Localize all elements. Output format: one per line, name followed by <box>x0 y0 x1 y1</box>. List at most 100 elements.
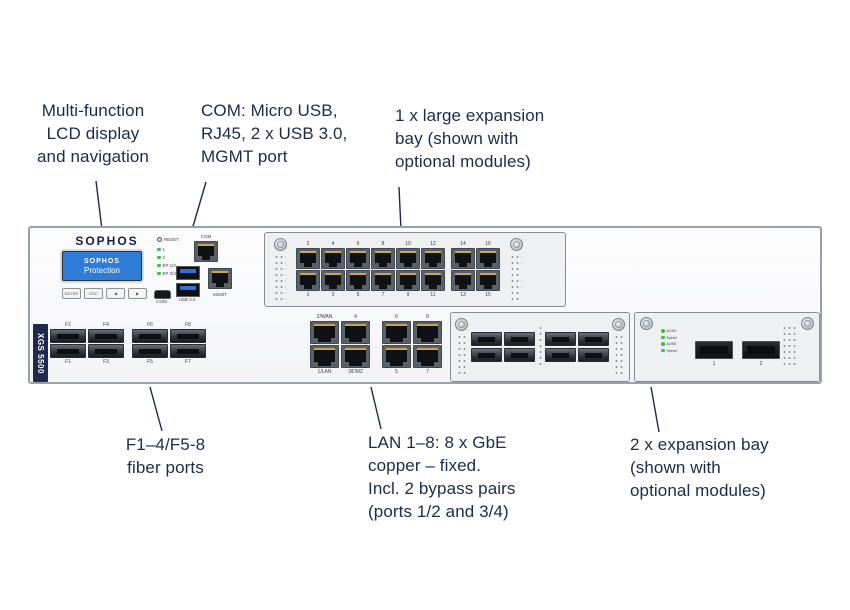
port-number-top: 16 <box>485 241 491 247</box>
port-number-top: 6 <box>356 241 360 247</box>
nav-button: ▶ <box>128 288 147 299</box>
nav-button: ESC <box>84 288 103 299</box>
nav-button: ◀ <box>106 288 125 299</box>
port-number-bottom: 3/DMZ <box>348 369 363 375</box>
sfp-port <box>504 348 535 362</box>
reset-pinhole-icon <box>157 237 162 242</box>
led-indicator-icon <box>661 342 665 346</box>
rj45-port <box>413 345 442 368</box>
port-column: 2/WAN 1/LAN <box>310 314 339 375</box>
port-number-top: 14 <box>460 241 466 247</box>
vent-dots <box>613 334 624 376</box>
usb-port <box>176 283 200 297</box>
callout-lcd: Multi-function LCD display and navigatio… <box>37 101 149 166</box>
port-number-bottom: 1/LAN <box>317 369 332 375</box>
port-number-bottom: 7 <box>426 369 429 375</box>
rj45-port <box>382 321 411 344</box>
thumbscrew-icon <box>273 237 287 251</box>
brand-logo: SOPHOS <box>75 234 139 248</box>
port-number-bottom: F1 <box>65 359 71 365</box>
rj45-port <box>476 270 500 291</box>
mgmt-label: MGMT <box>213 292 227 297</box>
port-number-bottom: 5 <box>356 292 360 298</box>
usb-label: USB 3.0 <box>178 297 196 302</box>
thumbscrew-icon <box>455 318 468 331</box>
callout-com: COM: Micro USB, RJ45, 2 x USB 3.0, MGMT … <box>201 101 348 166</box>
port-number-top: F2 <box>65 322 71 328</box>
port-number-bottom: 1 <box>712 361 716 367</box>
lcd-line1: SOPHOS <box>84 257 120 265</box>
bay1-sfp-group-b <box>545 332 609 362</box>
callout-line-lan <box>370 386 382 430</box>
bay1-sfp-group-a <box>471 332 535 362</box>
bay-mount-strip <box>506 237 526 302</box>
port-column: 4 3/DMZ <box>341 314 370 375</box>
port-number-bottom: F5 <box>147 359 153 365</box>
com-rj45-port <box>194 241 218 262</box>
rj45-port <box>296 270 320 291</box>
port-number-bottom: 13 <box>460 292 466 298</box>
port-number-bottom: F3 <box>103 359 109 365</box>
led-label: 2 <box>162 255 166 260</box>
sfp-plus-port <box>695 341 733 359</box>
port-number-top: 2/WAN <box>316 314 333 320</box>
sfp-plus-slot: 1 <box>695 341 733 367</box>
lcd-line2: Protection <box>83 265 121 275</box>
led-indicator-icon <box>661 329 665 333</box>
sfp-plus-slot: 2 <box>742 341 780 367</box>
port-number-top: F6 <box>147 322 153 328</box>
led-row: Speed <box>661 349 677 353</box>
sfp-port <box>545 332 576 346</box>
rj45-port <box>296 248 320 269</box>
led-label: A2/S8 <box>666 342 677 346</box>
rj45-port <box>421 248 445 269</box>
port-number-bottom: 2 <box>759 361 763 367</box>
port-number-bottom: F7 <box>185 359 191 365</box>
rj45-port <box>451 270 475 291</box>
led-indicator-icon <box>157 247 161 252</box>
port-number-bottom: 1 <box>306 292 310 298</box>
led-row: Speed <box>661 336 677 340</box>
mgmt-rj45-port <box>208 268 232 289</box>
led-label: A1/S4 <box>666 329 677 333</box>
rj45-port <box>476 248 500 269</box>
port-number-bottom: 15 <box>485 292 491 298</box>
led-indicator-icon <box>661 335 665 340</box>
copper-port-group-13-16: 14 13 16 15 <box>451 241 500 298</box>
callout-large-bay: 1 x large expansion bay (shown with opti… <box>395 106 545 171</box>
bay-mount-strip <box>270 237 290 302</box>
port-number-top: 4 <box>354 314 357 320</box>
port-number-bottom: 11 <box>430 292 436 298</box>
reset-control: RESET <box>157 237 179 242</box>
led-row: A2/S8 <box>661 342 677 346</box>
lan-port-block-1-4: 2/WAN 1/LAN 4 3/DMZ <box>310 314 370 375</box>
rj45-port <box>321 270 345 291</box>
callout-lan: LAN 1–8: 8 x GbE copper – fixed. Incl. 2… <box>368 433 516 521</box>
vent-dots <box>510 253 522 300</box>
callout-line-bays <box>650 386 660 433</box>
vent-dots <box>274 253 286 300</box>
led-label: 1 <box>162 247 166 252</box>
rj45-port <box>310 345 339 368</box>
thumbscrew-icon <box>801 317 814 330</box>
sfp-port <box>170 344 206 358</box>
rj45-port <box>371 270 395 291</box>
usb-port <box>176 266 200 280</box>
led-row: 2 <box>157 255 176 260</box>
rj45-port <box>413 321 442 344</box>
rj45-port <box>396 270 420 291</box>
status-led-column: 1 2 EP 1/2 EP 3/4 <box>157 247 176 276</box>
led-label: EP 3/4 <box>162 271 176 276</box>
led-label: EP 1/2 <box>162 263 176 268</box>
